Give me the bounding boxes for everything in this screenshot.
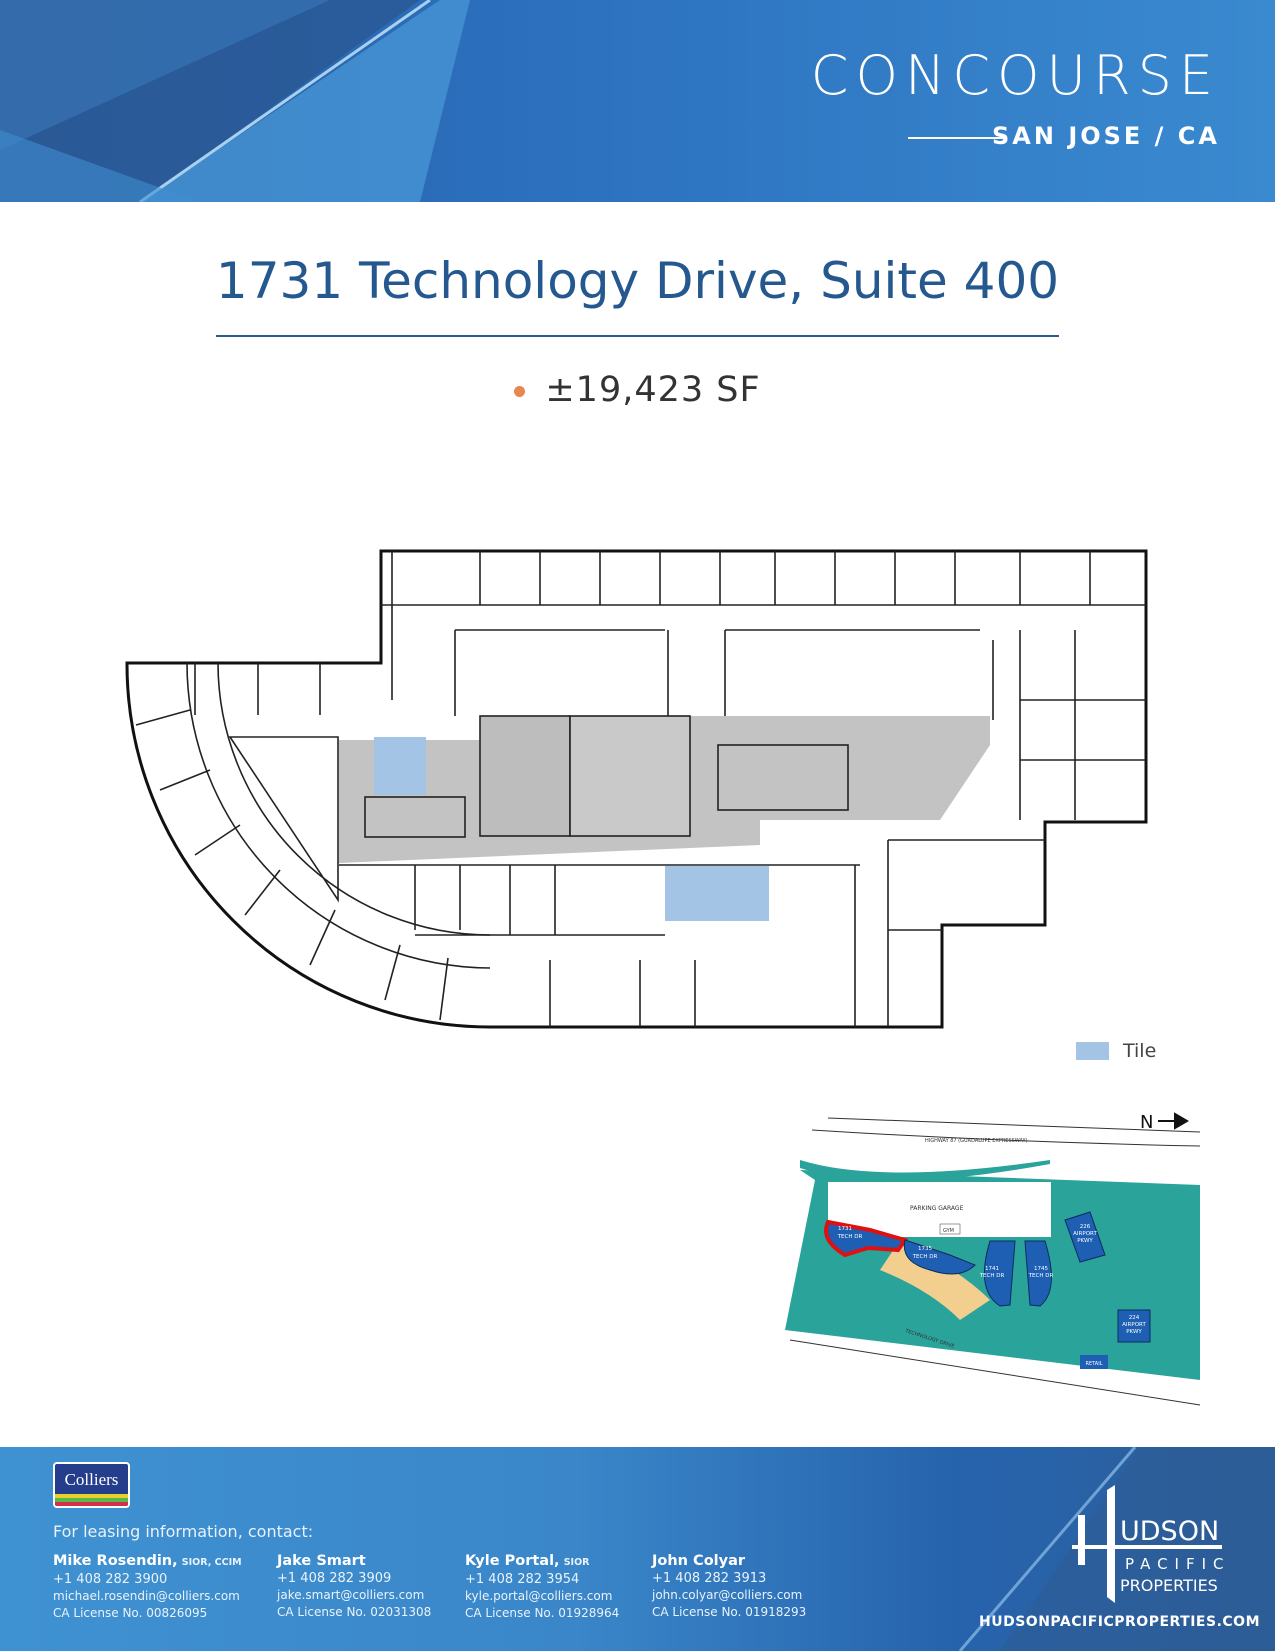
contact-credentials: SIOR, CCIM: [181, 1557, 242, 1568]
hpp-logo-text: PROPERTIES: [1120, 1576, 1218, 1595]
building-label: PKWY: [1126, 1329, 1142, 1335]
building-label: TECH DR: [979, 1273, 1005, 1279]
contact-card: Kyle Portal, SIOR +1 408 282 3954 kyle.p…: [465, 1553, 619, 1621]
location-label: SAN JOSE / CA: [992, 122, 1220, 150]
contact-intro: For leasing information, contact:: [53, 1522, 314, 1541]
colliers-logo-text: Colliers: [64, 1470, 119, 1489]
building-label: PKWY: [1077, 1238, 1093, 1244]
contact-email[interactable]: kyle.portal@colliers.com: [465, 1589, 613, 1603]
contact-credentials: SIOR: [563, 1557, 590, 1568]
building-label: TECH DR: [912, 1254, 938, 1260]
building-label: 1745: [1034, 1266, 1048, 1272]
building-1735: [903, 1239, 976, 1275]
contact-license: CA License No. 02031308: [277, 1604, 432, 1619]
contact-email[interactable]: michael.rosendin@colliers.com: [53, 1589, 240, 1603]
brand-title: CONCOURSE: [810, 44, 1220, 107]
building-label: 226: [1080, 1224, 1091, 1230]
title-rule: [216, 335, 1059, 337]
building-label: TECH DR: [837, 1234, 863, 1240]
size-value: ±19,423 SF: [545, 370, 761, 410]
retail-label: RETAIL: [1086, 1361, 1103, 1367]
contact-email[interactable]: jake.smart@colliers.com: [277, 1588, 425, 1602]
floor-outline: [125, 549, 1148, 1029]
building-label: 1735: [918, 1246, 932, 1252]
building-label: 1741: [985, 1266, 999, 1272]
footer: Colliers For leasing information, contac…: [0, 1447, 1275, 1651]
header-decoration: [0, 0, 470, 202]
tile-swatch: [1076, 1042, 1109, 1060]
contact-phone[interactable]: +1 408 282 3913: [652, 1570, 767, 1586]
contact-name: Mike Rosendin,: [53, 1553, 178, 1569]
building-224: [1117, 1309, 1151, 1343]
building-label: 1731: [838, 1226, 852, 1232]
legend: Tile: [1076, 1040, 1156, 1062]
contact-license: CA License No. 01928964: [465, 1605, 620, 1620]
contact-phone[interactable]: +1 408 282 3900: [53, 1571, 168, 1587]
building-label: AIRPORT: [1073, 1231, 1097, 1237]
building-1745: [1024, 1240, 1052, 1307]
building-label: 224: [1129, 1315, 1140, 1321]
retail-building: [1080, 1355, 1108, 1369]
page-title: 1731 Technology Drive, Suite 400: [215, 252, 1060, 310]
legend-tile-label: Tile: [1123, 1040, 1157, 1062]
site-map: N HIGHWAY 87 (GUADALUPE EXPRESSWAY) PARK…: [785, 1112, 1201, 1406]
hpp-logo-text: PACIFIC: [1125, 1555, 1230, 1573]
contact-card: Jake Smart +1 408 282 3909 jake.smart@co…: [277, 1553, 431, 1620]
contact-name: Jake Smart: [277, 1553, 366, 1569]
contact-name: Kyle Portal,: [465, 1553, 560, 1569]
contact-card: Mike Rosendin, SIOR, CCIM +1 408 282 390…: [53, 1553, 242, 1621]
north-arrow-icon: [1158, 1112, 1189, 1130]
contact-license: CA License No. 00826095: [53, 1605, 208, 1620]
divider: [908, 137, 1006, 139]
building-label: AIRPORT: [1122, 1322, 1146, 1328]
contact-email[interactable]: john.colyar@colliers.com: [652, 1588, 803, 1602]
colliers-logo: Colliers: [53, 1462, 130, 1508]
contact-phone[interactable]: +1 408 282 3954: [465, 1571, 580, 1587]
header-banner: CONCOURSE SAN JOSE / CA: [0, 0, 1275, 202]
gym-label: GYM: [943, 1228, 954, 1234]
garage-label: PARKING GARAGE: [910, 1205, 964, 1212]
contact-name: John Colyar: [652, 1553, 746, 1569]
north-label: N: [1140, 1112, 1153, 1133]
contact-license: CA License No. 01918293: [652, 1604, 807, 1619]
contact-phone[interactable]: +1 408 282 3909: [277, 1570, 392, 1586]
hudson-pacific-logo: UDSON PACIFIC PROPERTIES: [1072, 1485, 1230, 1603]
bullet-icon: [514, 385, 526, 397]
suite-size: ±19,423 SF: [0, 370, 1275, 410]
contact-card: John Colyar +1 408 282 3913 john.colyar@…: [652, 1553, 806, 1620]
highway-label: HIGHWAY 87 (GUADALUPE EXPRESSWAY): [925, 1138, 1028, 1144]
hpp-logo-text: UDSON: [1120, 1516, 1219, 1547]
website-link[interactable]: HUDSONPACIFICPROPERTIES.COM: [979, 1614, 1260, 1630]
floor-plan: [125, 549, 1148, 1029]
tile-room: [374, 737, 426, 795]
building-226: [1064, 1211, 1106, 1263]
building-1741: [983, 1240, 1016, 1307]
building-1731: [824, 1219, 909, 1258]
building-label: TECH DR: [1028, 1273, 1054, 1279]
tile-room: [665, 866, 769, 921]
